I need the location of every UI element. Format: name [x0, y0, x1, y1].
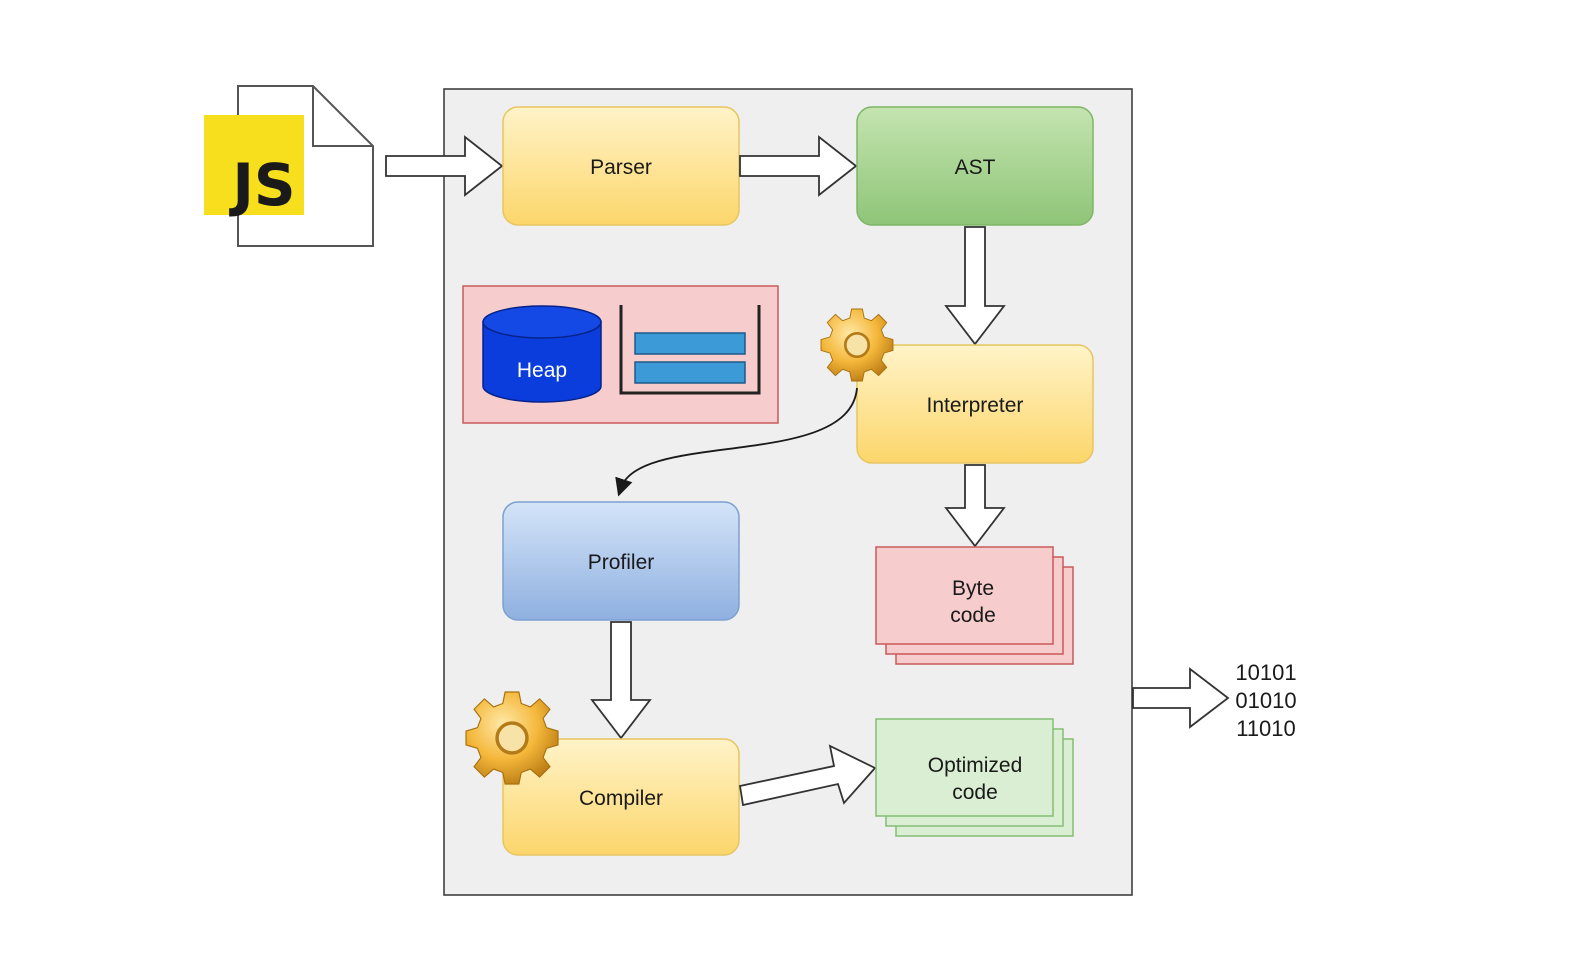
binary-line-3: 11010 [1236, 716, 1296, 741]
optimized-label-line2: code [952, 781, 998, 804]
memory-box: Heap [462, 285, 779, 424]
profiler-node: Profiler [502, 501, 740, 621]
arrow-engine-to-output [1132, 667, 1230, 729]
arrow-profiler-to-compiler [590, 621, 652, 740]
stack-icon [619, 305, 761, 395]
js-file-icon: JS [204, 85, 374, 247]
compiler-gear-icon [464, 690, 560, 786]
parser-label: Parser [590, 156, 652, 179]
bytecode-label-line2: code [950, 604, 996, 627]
binary-line-1: 10101 [1235, 660, 1296, 685]
arrow-js-to-parser [385, 135, 504, 197]
optimized-code-node: Optimized code [875, 718, 1074, 837]
arrow-interpreter-to-profiler [615, 387, 858, 497]
binary-line-2: 01010 [1235, 688, 1296, 713]
bytecode-node: Byte code [875, 546, 1074, 665]
bytecode-label-line1: Byte [952, 577, 994, 600]
arrow-interpreter-to-bytecode [944, 464, 1006, 548]
profiler-label: Profiler [588, 551, 655, 574]
interpreter-label: Interpreter [927, 394, 1024, 417]
binary-output: 10101 01010 11010 [1235, 660, 1296, 741]
heap-cylinder: Heap [482, 305, 602, 403]
interpreter-node: Interpreter [856, 344, 1094, 464]
js-badge [204, 115, 304, 215]
heap-label: Heap [517, 359, 567, 382]
optimized-label-line1: Optimized [928, 754, 1023, 777]
js-badge-text: JS [228, 151, 295, 219]
ast-label: AST [955, 156, 996, 179]
compiler-node: Compiler [502, 738, 740, 856]
arrow-compiler-to-optimized [738, 744, 877, 807]
arrow-ast-to-interpreter [944, 226, 1006, 346]
interpreter-gear-icon [819, 307, 895, 383]
compiler-label: Compiler [579, 787, 663, 810]
ast-node: AST [856, 106, 1094, 226]
arrow-parser-to-ast [739, 135, 858, 197]
parser-node: Parser [502, 106, 740, 226]
